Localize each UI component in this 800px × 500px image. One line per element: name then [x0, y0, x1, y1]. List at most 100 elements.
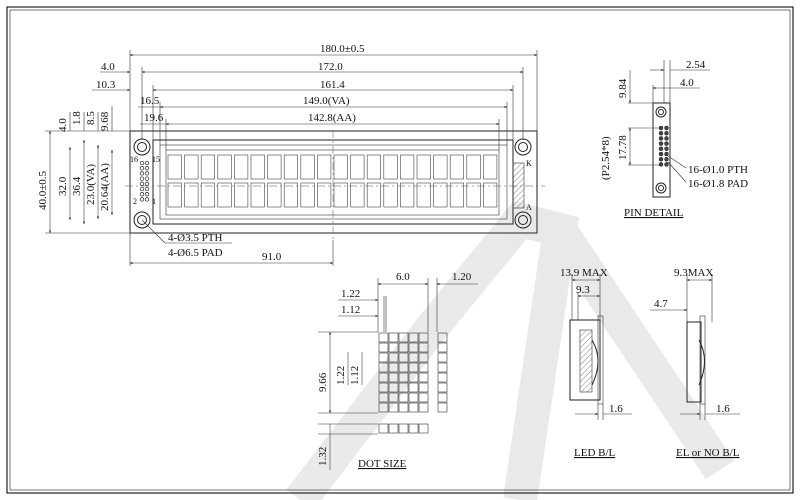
pd-pitch-note-text: (P2.54*8) [600, 136, 612, 180]
char-cell [200, 182, 215, 208]
gap-text: 1.20 [452, 271, 472, 283]
pin [139, 176, 145, 181]
bezel-offset-text: 10.3 [96, 79, 116, 91]
hole-pth-text: 4-Ø3.5 PTH [168, 232, 222, 244]
led-inner-text: 9.3 [576, 284, 590, 296]
pin [658, 156, 664, 162]
dot [418, 382, 429, 393]
a-label: A [526, 203, 532, 212]
dot [378, 382, 389, 393]
dot [378, 352, 389, 363]
pin [139, 192, 145, 197]
char-cell [350, 154, 365, 180]
dot [437, 402, 448, 413]
pin [658, 162, 664, 167]
dot [437, 382, 448, 393]
aa-offset-text: 19.6 [144, 112, 164, 124]
char-cell [217, 154, 232, 180]
dot [388, 352, 399, 363]
dot [378, 402, 389, 413]
char-cell [416, 154, 431, 180]
char-cell [483, 182, 498, 208]
char-cell [466, 154, 481, 180]
dot [378, 423, 389, 434]
dot [418, 372, 429, 383]
dot [437, 392, 448, 403]
backlight-contact [512, 162, 525, 209]
dot-w-text: 1.12 [341, 304, 360, 316]
pin [139, 166, 145, 171]
dot [398, 382, 409, 393]
pin [144, 197, 150, 202]
sheet-inner-border [9, 9, 791, 491]
va-height-text: 23.0(VA) [85, 164, 97, 205]
char-cell [366, 154, 382, 180]
char-cell [267, 154, 282, 180]
char-cell [250, 182, 265, 208]
dot [388, 392, 399, 403]
aa-outline [165, 149, 500, 216]
pin [139, 171, 145, 176]
pd-pitch-text: 2.54 [686, 59, 706, 71]
pin [144, 181, 150, 186]
char-cell [466, 182, 481, 208]
dot [408, 332, 419, 343]
pin-detail-title: PIN DETAIL [624, 207, 684, 219]
dot [408, 402, 419, 413]
char-cell [483, 154, 498, 180]
led-max-text: 13.9 MAX [560, 267, 608, 279]
character-cells [167, 154, 498, 208]
pin [658, 130, 664, 136]
char-cell [234, 154, 249, 180]
dot [418, 423, 429, 434]
overall-width-text: 180.0±0.5 [320, 43, 365, 55]
char-cell [449, 182, 465, 208]
char-cell [317, 182, 332, 208]
main-view: 180.0±0.5 172.0 4.0 161.4 10.3 149.0(VA)… [37, 43, 545, 266]
pin [664, 136, 669, 141]
dot [418, 342, 429, 353]
dot [408, 392, 419, 403]
horizontal-dimensions: 180.0±0.5 172.0 4.0 161.4 10.3 149.0(VA)… [92, 43, 538, 150]
dot [437, 332, 448, 343]
pin [139, 160, 145, 166]
dot [418, 362, 429, 373]
pin [144, 192, 150, 197]
dot-pitch-w-text: 1.22 [341, 288, 360, 300]
char-cell [433, 182, 448, 208]
dot [388, 332, 399, 343]
dot [408, 352, 419, 363]
dot-side-column [437, 332, 448, 413]
dot [398, 402, 409, 413]
pin-15-label: 15 [152, 155, 160, 164]
dot [418, 332, 429, 343]
pin [664, 146, 669, 152]
char-cell [300, 154, 315, 180]
pin-1-label: 1 [152, 197, 156, 206]
pin [144, 186, 150, 192]
dot [408, 362, 419, 373]
dot [408, 342, 419, 353]
dot [388, 423, 399, 434]
char-cell [234, 182, 249, 208]
va-width-text: 149.0(VA) [303, 95, 350, 107]
dot [388, 382, 399, 393]
pin [658, 146, 664, 152]
dot [408, 372, 419, 383]
pin [144, 166, 150, 171]
led-bl-side-view: 13.9 MAX 9.3 1.6 LED B/L [560, 267, 632, 459]
hole-pad-text: 4-Ø6.5 PAD [168, 247, 223, 259]
dot-pitch-h-text: 1.22 [335, 366, 347, 385]
pin [664, 162, 669, 167]
cursor-h-text: 1.32 [317, 447, 329, 466]
dot [418, 352, 429, 363]
dot [398, 342, 409, 353]
char-cell [400, 154, 415, 180]
sheet-border [6, 6, 794, 494]
dot [398, 362, 409, 373]
pin [664, 151, 669, 157]
cursor-row [378, 423, 429, 434]
pin [664, 156, 669, 162]
char-cell [184, 154, 199, 180]
